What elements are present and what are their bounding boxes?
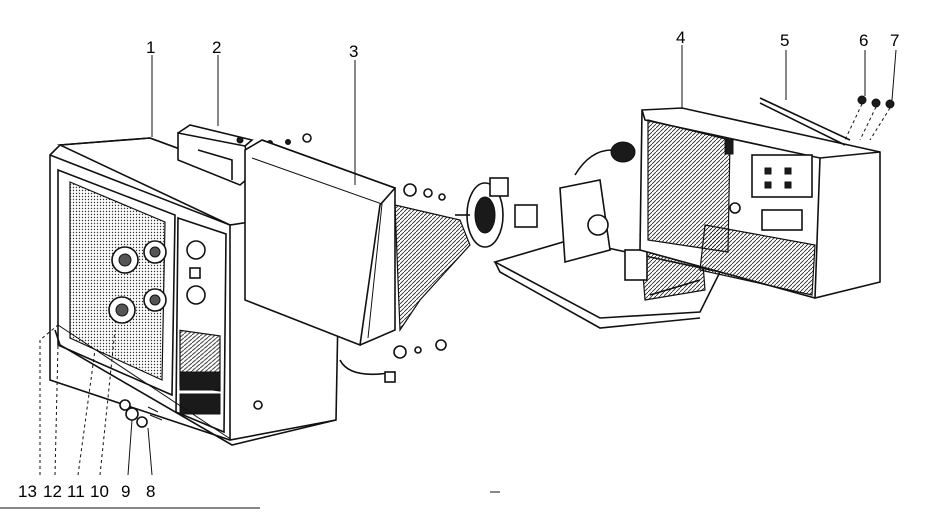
callout-8: 8 [146, 482, 155, 501]
callout-13: 13 [18, 482, 37, 501]
callout-5: 5 [780, 31, 789, 50]
screws-6-7 [844, 95, 895, 141]
callout-12: 12 [43, 482, 62, 501]
leader-lines [39, 45, 897, 476]
knob-group [108, 240, 167, 324]
callout-labels: 1 2 3 4 5 6 7 8 9 10 11 12 13 [18, 28, 899, 501]
antenna-rods [759, 97, 851, 146]
callout-6: 6 [859, 31, 868, 50]
callout-9: 9 [121, 482, 130, 501]
callout-3: 3 [349, 42, 358, 61]
callout-4: 4 [676, 28, 685, 47]
callout-11: 11 [67, 482, 85, 501]
callout-2: 2 [212, 38, 221, 57]
small-parts-8-13 [119, 399, 163, 428]
deflection-yoke [455, 177, 538, 248]
back-cover [639, 107, 881, 299]
callout-7: 7 [890, 31, 899, 50]
callout-1: 1 [146, 38, 155, 57]
callout-10: 10 [90, 482, 109, 501]
picture-tube-frame [244, 139, 471, 383]
